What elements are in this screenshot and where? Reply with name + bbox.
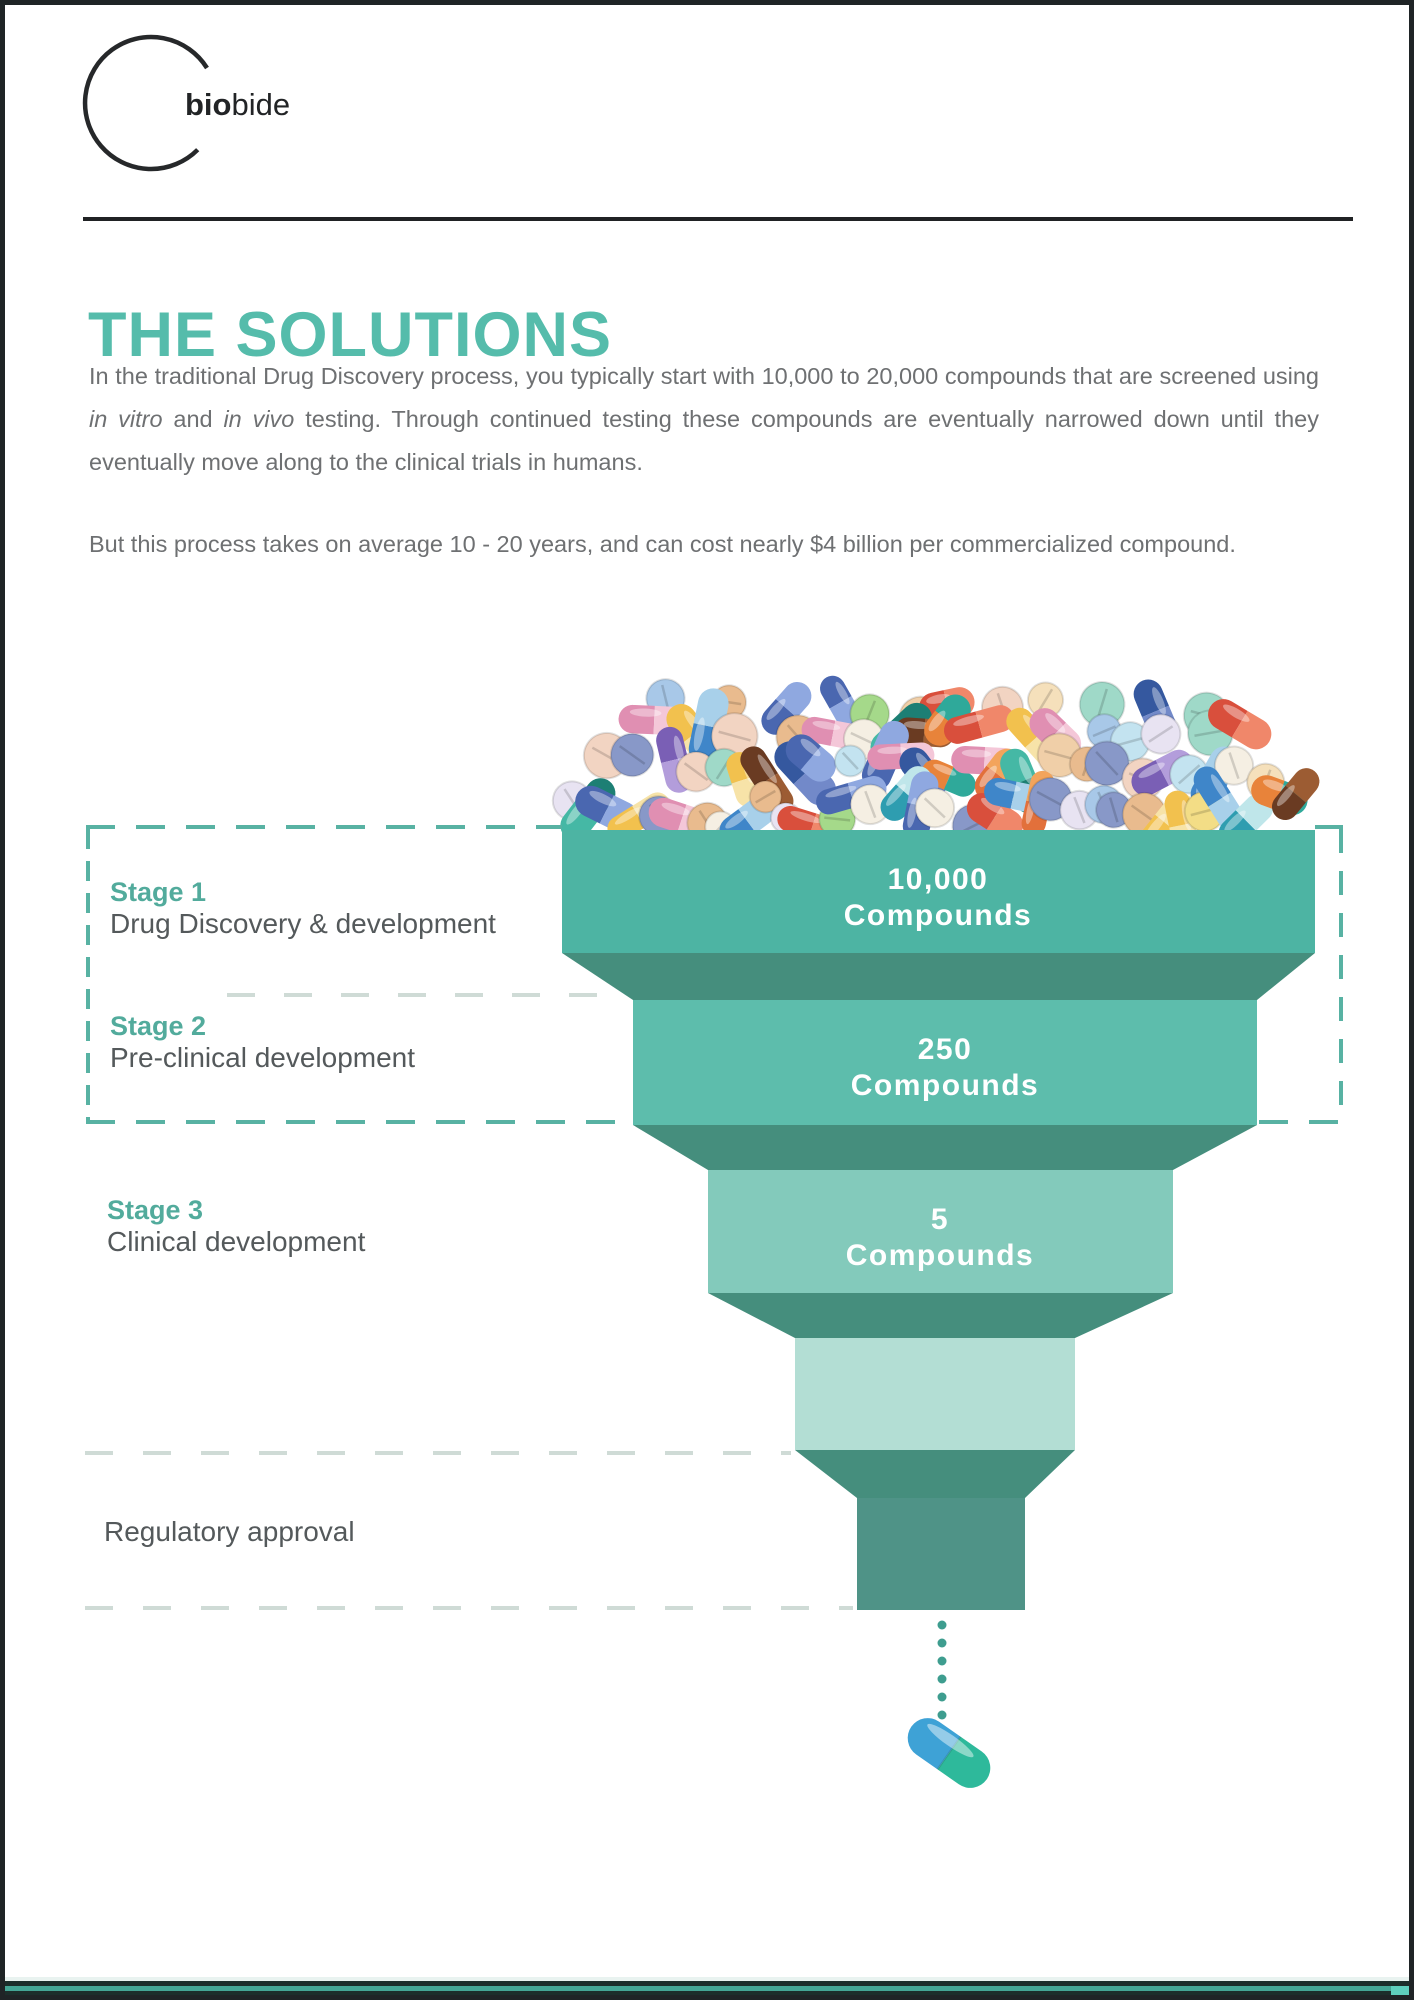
p1-text-end: testing. Through continued testing these… [89, 406, 1319, 475]
footer-accent-stripe [5, 1986, 1409, 1991]
section-dividers [85, 993, 853, 1610]
final-pill-seam [936, 1736, 962, 1770]
intro-paragraph-2: But this process takes on average 10 - 2… [89, 531, 1236, 557]
tier-2-label: Compounds [851, 1069, 1039, 1102]
stage-1-2-dashed-box [86, 825, 1343, 1124]
funnel-shadow-2 [633, 1125, 1257, 1170]
funnel-stem [857, 1498, 1025, 1610]
final-pill-gloss [927, 1723, 974, 1758]
drip-dots [937, 1620, 947, 1720]
pills-pile-illustration [551, 675, 1320, 860]
funnel-tier-4 [795, 1338, 1075, 1450]
final-pill-right-half [937, 1736, 991, 1788]
funnel-tier-1 [562, 830, 1315, 953]
regulatory-approval-label: Regulatory approval [104, 1515, 355, 1549]
stage-2-name: Stage 2 [110, 1011, 207, 1041]
p1-text: In the traditional Drug Discovery proces… [89, 363, 1319, 389]
stage-1-name: Stage 1 [110, 877, 207, 907]
final-pill-icon [907, 1718, 991, 1788]
final-pill-left-half [907, 1718, 961, 1770]
logo-bold-part: bio [185, 87, 232, 122]
funnel-shadow-4 [795, 1450, 1075, 1498]
stage-4-description: Regulatory approval [104, 1516, 355, 1547]
stage-2-label: Stage 2 Pre-clinical development [110, 1011, 415, 1075]
page-title: THE SOLUTIONS [88, 300, 613, 371]
footer-corner-accent [1391, 1986, 1409, 1995]
p1-italic-in-vitro: in vitro [89, 406, 163, 432]
stage-3-name: Stage 3 [107, 1195, 204, 1225]
stage-3-description: Clinical development [107, 1226, 366, 1257]
logo-regular-part: bide [232, 87, 291, 122]
funnel-tier-3 [708, 1170, 1173, 1293]
tier-1-label: Compounds [844, 899, 1032, 932]
intro-paragraph-1: In the traditional Drug Discovery proces… [89, 355, 1319, 484]
stage-1-label: Stage 1 Drug Discovery & development [110, 877, 496, 941]
tier-2-count: 250 [918, 1033, 973, 1066]
footer-light-line [5, 1977, 1409, 1981]
stage-1-description: Drug Discovery & development [110, 908, 496, 939]
funnel-tier-2 [633, 1000, 1257, 1125]
tier-3-count: 5 [931, 1203, 949, 1236]
stage-3-label: Stage 3 Clinical development [107, 1195, 365, 1259]
biobide-logo: biobide [82, 34, 290, 172]
header-rule [83, 217, 1353, 221]
logo-wordmark: biobide [185, 87, 290, 122]
logo-circle-icon [82, 34, 209, 172]
p1-italic-in-vivo: in vivo [223, 406, 295, 432]
funnel-infographic: 10,000 Compounds 250 Compounds 5 Compoun… [85, 675, 1343, 1788]
tier-1-count: 10,000 [888, 863, 989, 896]
funnel-shadow-3 [708, 1293, 1173, 1338]
tier-3-label: Compounds [846, 1239, 1034, 1272]
funnel-shadow-1 [562, 953, 1315, 1000]
p1-text-mid: and [162, 406, 224, 432]
stage-2-description: Pre-clinical development [110, 1042, 416, 1073]
